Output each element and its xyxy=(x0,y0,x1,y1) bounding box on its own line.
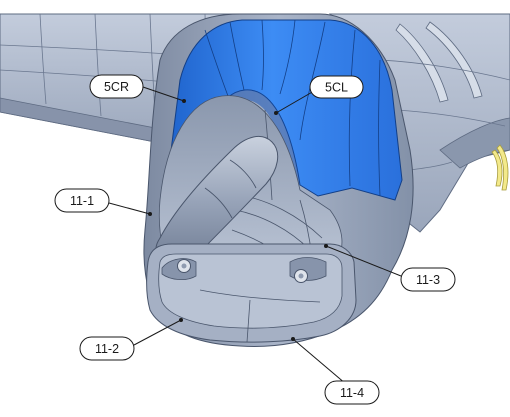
callout-11-3-label: 11-3 xyxy=(416,273,440,287)
leader-5cr xyxy=(142,86,185,102)
leader-11-3 xyxy=(325,245,402,277)
leader-11-2 xyxy=(133,319,182,346)
callout-11-2-label: 11-2 xyxy=(95,342,119,356)
callout-11-3: 11-3 xyxy=(400,267,456,292)
callout-11-2: 11-2 xyxy=(79,336,135,361)
leader-11-4 xyxy=(292,338,347,385)
pivot-bolt-left xyxy=(177,259,191,273)
callout-5cr-label: 5CR xyxy=(104,80,129,94)
pivot-bolt-right xyxy=(294,269,308,283)
callout-11-1-label: 11-1 xyxy=(70,194,94,208)
callout-11-4-label: 11-4 xyxy=(340,386,364,400)
callout-5cl: 5CL xyxy=(309,75,364,99)
lower-section-face xyxy=(146,243,357,343)
leader-11-1 xyxy=(108,202,151,215)
callout-5cr: 5CR xyxy=(89,74,144,99)
callout-11-1: 11-1 xyxy=(54,188,110,213)
leader-5cl xyxy=(275,90,315,114)
leader-lines xyxy=(108,86,402,385)
callout-5cl-label: 5CL xyxy=(325,81,348,95)
callout-11-4: 11-4 xyxy=(324,380,380,405)
leader-dots xyxy=(148,99,328,341)
